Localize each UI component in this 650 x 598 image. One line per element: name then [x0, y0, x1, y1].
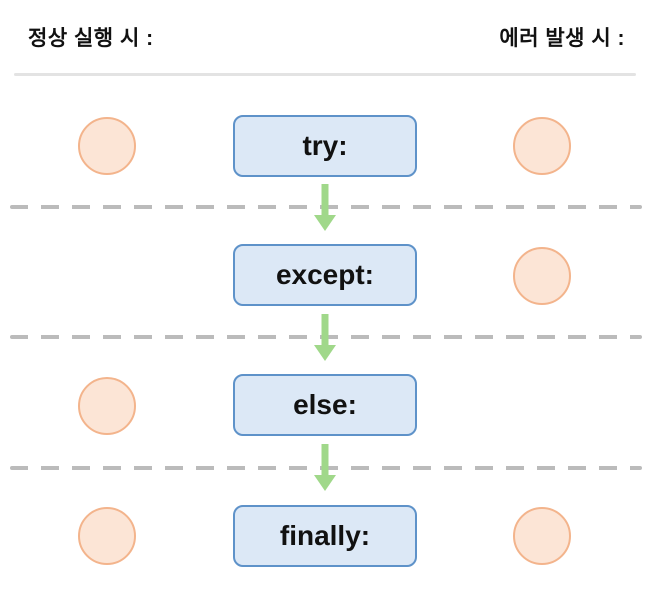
keyword-label-try: try:: [302, 130, 348, 161]
normal-execution-header: 정상 실행 시 :: [28, 27, 154, 50]
arrow-down-icon: [314, 184, 336, 231]
error-path-marker-try: [513, 117, 571, 175]
normal-path-marker-try: [78, 117, 136, 175]
arrow-down-icon: [314, 444, 336, 491]
keyword-label-finally: finally:: [279, 520, 371, 551]
keyword-box-except: except:: [233, 244, 417, 306]
keyword-box-finally: finally:: [233, 505, 417, 567]
keyword-box-try: try:: [233, 115, 417, 177]
keyword-label-else: else:: [293, 389, 357, 420]
arrow-down-icon: [314, 314, 336, 361]
keyword-label-except: except:: [275, 259, 375, 290]
keyword-box-else: else:: [233, 374, 417, 436]
header-divider-line: [14, 73, 636, 76]
error-path-marker-finally: [513, 507, 571, 565]
normal-path-marker-else: [78, 377, 136, 435]
error-path-marker-except: [513, 247, 571, 305]
normal-path-marker-finally: [78, 507, 136, 565]
error-occurs-header: 에러 발생 시 :: [499, 27, 625, 50]
